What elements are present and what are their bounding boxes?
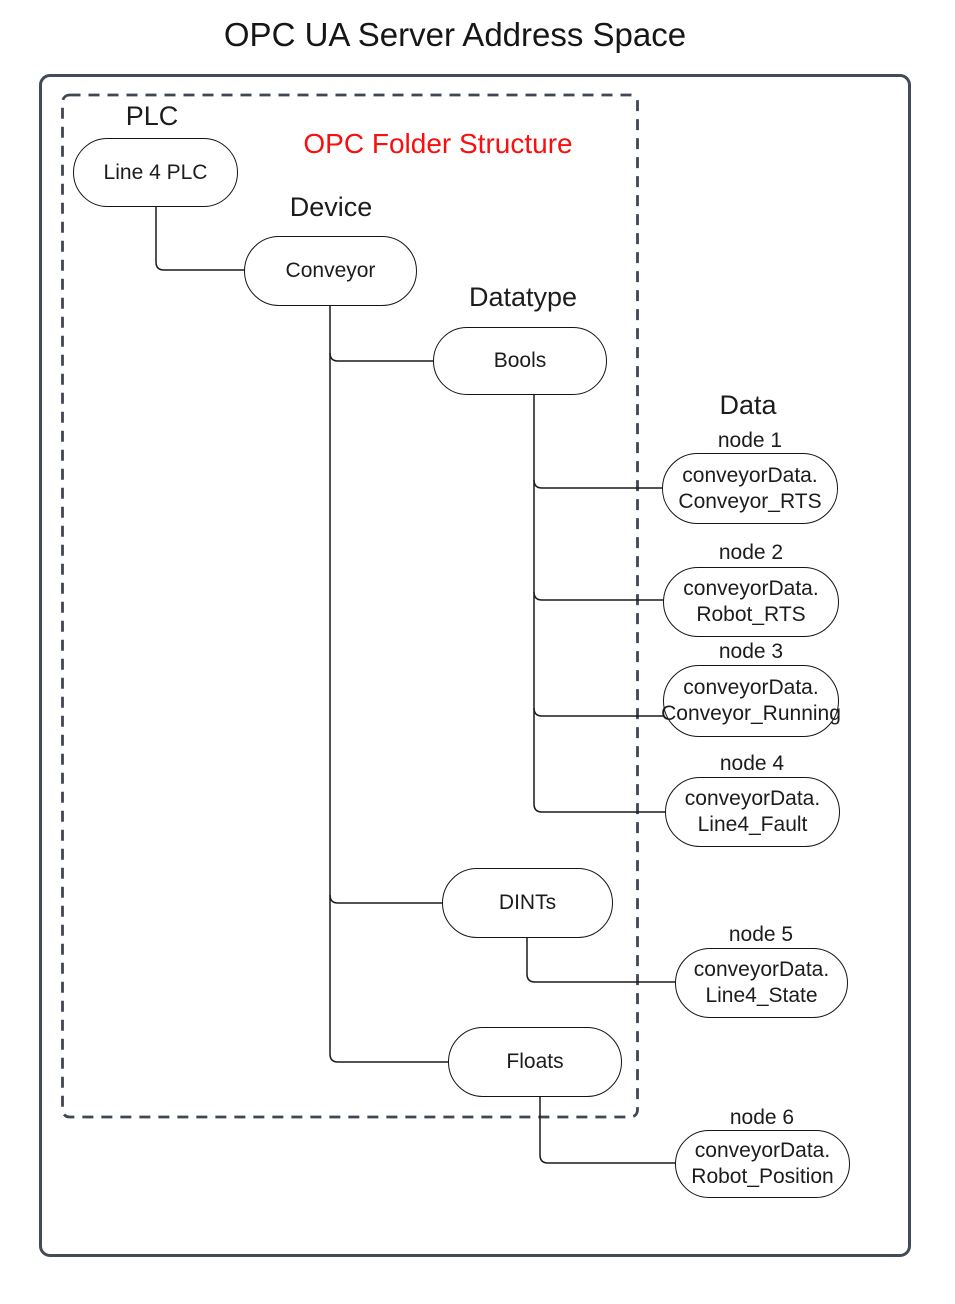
level-label-data: Data (719, 390, 777, 420)
tree-node-floats: Floats (448, 1027, 622, 1097)
data-node-line2: Robot_RTS (696, 603, 806, 626)
data-node-line1: conveyorData. (683, 676, 819, 699)
folder-structure-dashed-box (61, 93, 639, 1119)
tree-node-dints: DINTs (442, 868, 613, 938)
data-node-line2: Conveyor_RTS (678, 489, 822, 513)
edge-plc-to-conveyor (155, 207, 245, 271)
data-node-line1: conveyorData. (694, 1139, 831, 1162)
diagram-title: OPC UA Server Address Space (223, 16, 687, 53)
data-node-name: node 5 (728, 923, 794, 946)
folder-structure-annotation: OPC Folder Structure (303, 128, 573, 159)
edge-bools-to-node3 (533, 707, 664, 717)
tree-node-label: Line 4 PLC (103, 160, 208, 184)
data-node-name: node 3 (718, 640, 784, 663)
edge-bools-to-node2 (533, 591, 664, 601)
data-node-line2: Line4_State (705, 984, 818, 1007)
edge-conveyor-to-bools (329, 352, 434, 362)
data-node-robot-position: conveyorData. Robot_Position (675, 1130, 850, 1198)
tree-node-label: Floats (506, 1050, 564, 1073)
address-space-boundary-box (39, 74, 911, 1257)
data-node-name: node 1 (717, 429, 783, 452)
data-node-name: node 4 (719, 752, 785, 775)
level-label-plc: PLC (125, 101, 179, 131)
data-node-conveyor-running: conveyorData. Conveyor_Running (661, 665, 841, 737)
data-node-robot-rts: conveyorData. Robot_RTS (663, 567, 839, 637)
edge-bools-trunk-to-node4 (533, 395, 666, 813)
level-label-datatype: Datatype (468, 282, 578, 312)
data-node-name: node 2 (718, 541, 784, 564)
edge-floats-to-node6 (539, 1097, 677, 1164)
edge-dints-to-node5 (526, 938, 677, 983)
data-node-line2: Line4_Fault (697, 813, 808, 836)
data-node-line4-fault: conveyorData. Line4_Fault (665, 777, 840, 847)
edge-conveyor-trunk-to-floats (329, 306, 449, 1063)
data-node-line4-state: conveyorData. Line4_State (675, 948, 848, 1018)
data-node-line1: conveyorData. (682, 463, 818, 487)
level-label-device: Device (289, 192, 373, 222)
data-node-line1: conveyorData. (693, 958, 830, 981)
tree-node-conveyor: Conveyor (244, 236, 417, 306)
data-node-line2: Robot_Position (691, 1165, 834, 1188)
edge-conveyor-to-dints (329, 894, 443, 904)
data-node-line2: Conveyor_Running (661, 702, 841, 725)
tree-node-bools: Bools (433, 327, 607, 395)
tree-node-label: Bools (493, 349, 547, 372)
tree-node-label: DINTs (498, 891, 557, 914)
tree-node-label: Conveyor (285, 259, 376, 282)
data-node-line1: conveyorData. (684, 787, 821, 810)
edge-bools-to-node1 (533, 479, 664, 489)
data-node-conveyor-rts: conveyorData. Conveyor_RTS (662, 453, 838, 524)
data-node-name: node 6 (729, 1106, 795, 1129)
tree-node-line4-plc: Line 4 PLC (73, 138, 238, 207)
data-node-line1: conveyorData. (683, 577, 819, 600)
